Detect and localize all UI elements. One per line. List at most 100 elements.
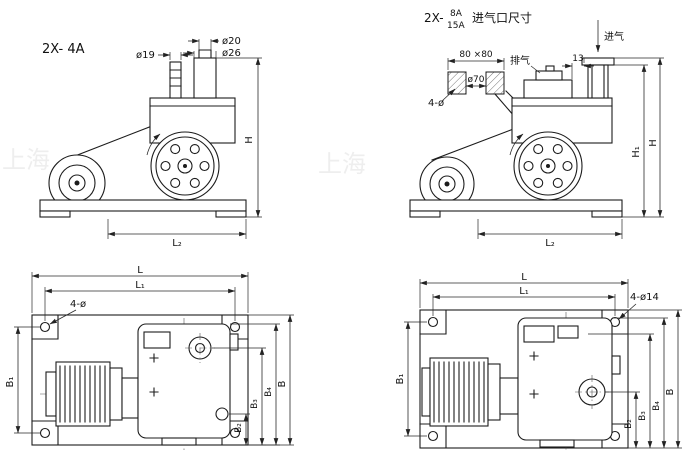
- dim-label-l1: L₁: [135, 280, 145, 291]
- base-rail: [39, 199, 247, 212]
- inlet-flange: [581, 57, 615, 66]
- ext-d20: [198, 39, 212, 50]
- pump-top-boss-2: [557, 325, 579, 339]
- pump-side-tab: [229, 333, 239, 351]
- dim-label-b4: B₄: [264, 387, 274, 397]
- dim-label-b3: B₃: [638, 411, 648, 421]
- top-view-2x8a15a: L L₁ 4-ø14 B₁ B₂ B₃ B₄ B: [395, 272, 682, 452]
- endcap-center: [183, 164, 187, 168]
- exhaust-cap: [535, 70, 563, 81]
- barb-ridges: [169, 69, 182, 87]
- motor-hub: [438, 175, 456, 193]
- base-foot-left: [39, 210, 71, 218]
- base-foot-left: [409, 210, 441, 218]
- dim-label-b1: B₁: [5, 377, 16, 388]
- dim-label-b1: B₁: [395, 374, 406, 385]
- ext-b: [248, 314, 294, 446]
- watermark-text: 上海: [318, 150, 366, 178]
- ext-l2: [107, 219, 247, 239]
- endcap-center: [546, 164, 550, 168]
- inlet-crosshair: [185, 333, 215, 363]
- pump-body: [137, 323, 231, 439]
- endcap-hub: [177, 158, 193, 174]
- dim-label-d19: ø19: [136, 50, 155, 61]
- view-a-title: 2X- 4A: [42, 42, 85, 57]
- drain-port-circle: [215, 407, 229, 421]
- dim-label-b2: B₂: [624, 419, 634, 429]
- motor-fins: [433, 361, 485, 423]
- exhaust-knob: [545, 65, 555, 72]
- motor-hub: [68, 174, 86, 192]
- base-foot-right: [215, 210, 247, 218]
- dim-label-b: B: [665, 388, 676, 395]
- dim-label-4holes: 4-ø14: [630, 292, 659, 303]
- side-view-2x4a: 2X- 4A: [39, 36, 262, 249]
- motor-fins: [59, 365, 106, 423]
- leader-exhaust: [530, 65, 541, 74]
- label-intake: 进气: [604, 30, 624, 43]
- motor-shaft-dot: [74, 180, 80, 186]
- view-b-title-suffix: 进气口尺寸: [472, 10, 532, 25]
- mounting-holes: [427, 316, 621, 442]
- dim-label-b2: B₂: [234, 423, 244, 433]
- dim-label-b4: B₄: [652, 401, 662, 411]
- inlet-pipe-nipple: [198, 49, 212, 59]
- label-exhaust: 排气: [510, 54, 530, 67]
- dim-label-h: H: [648, 139, 659, 147]
- dim-label-l: L: [521, 272, 527, 283]
- endcap-ring: [155, 136, 215, 196]
- leader-4holes: [49, 309, 77, 325]
- endcap-bolts: [523, 144, 573, 188]
- dim-label-4holes: 4-ø: [70, 299, 86, 310]
- motor-endcap-right: [487, 363, 501, 421]
- top-view-2x4a: L L₁ 4-ø B₁ B₂ B₃ B₄ B: [5, 265, 294, 450]
- ext-h: [614, 57, 664, 218]
- pump-bottom-tab: [161, 437, 197, 446]
- dim-label-l2: L₂: [545, 238, 555, 249]
- drain-port-bore: [586, 386, 598, 398]
- base-rail: [409, 199, 623, 212]
- watermark-text: 上海: [2, 146, 50, 174]
- rotation-arrow: [509, 133, 524, 156]
- belt-guard-line: [431, 127, 517, 161]
- flange-section-right: [485, 71, 505, 95]
- leader-4holes: [618, 303, 637, 320]
- ext-l: [31, 272, 249, 313]
- dim-label-h: H: [244, 136, 255, 144]
- dim-label-d20: ø20: [222, 36, 241, 47]
- inlet-pipe: [193, 57, 217, 99]
- coupling-guard: [121, 377, 139, 419]
- side-view-2x8a15a: 2X- 8A 15A 进气口尺寸 80 ×80 ø70 4-ø 排气: [409, 9, 664, 249]
- view-b-model-top: 8A: [450, 9, 463, 19]
- inlet-pipe: [587, 64, 609, 99]
- rotation-arrow: [146, 133, 161, 156]
- fill-plug-marks: [149, 353, 159, 397]
- view-b-model-bottom: 15A: [447, 21, 465, 31]
- dim-label-4holes: 4-ø: [428, 98, 444, 109]
- pump-side-tab: [611, 355, 621, 375]
- inlet-pipe-bore: [591, 64, 605, 99]
- base-foot-right: [591, 210, 623, 218]
- pump-top-boss: [143, 331, 171, 349]
- dim-label-h1: H₁: [631, 146, 642, 158]
- fill-plug-marks: [529, 351, 539, 399]
- motor-endcap-right: [109, 367, 123, 421]
- motor-body: [55, 361, 111, 427]
- dim-label-d26: ø26: [222, 48, 241, 59]
- endcap-ring: [518, 136, 578, 196]
- dim-label-b: B: [277, 380, 288, 387]
- motor-endcap-left: [421, 367, 431, 417]
- dim-label-13: 13: [572, 54, 583, 64]
- dim-label-l: L: [137, 265, 143, 276]
- view-b-title-prefix: 2X-: [424, 11, 444, 25]
- dim-label-l2: L₂: [172, 238, 182, 249]
- dim-label-b3: B₃: [250, 399, 260, 409]
- dim-label-80x80: 80 ×80: [459, 50, 493, 60]
- flange-section-left: [447, 71, 467, 95]
- pump-bottom-tab: [539, 439, 575, 448]
- pump-body: [517, 317, 613, 441]
- dim-label-l1: L₁: [519, 286, 529, 297]
- exhaust-box: [523, 79, 573, 99]
